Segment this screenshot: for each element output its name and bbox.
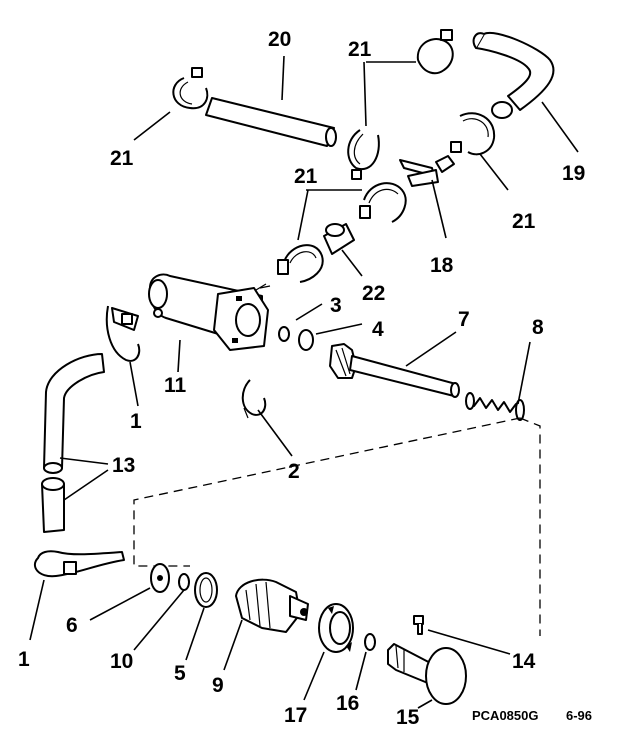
callout-3: 3: [330, 294, 342, 317]
o-ring-4: [298, 329, 314, 351]
callout-1: 1: [18, 648, 30, 671]
clamp-21-lower: [277, 244, 324, 283]
callout-15: 15: [396, 706, 420, 729]
o-ring-5: [194, 572, 218, 608]
callout-21: 21: [110, 147, 134, 170]
callout-22: 22: [362, 282, 385, 305]
callout-8: 8: [532, 316, 544, 339]
callout-1: 1: [130, 410, 142, 433]
callout-18: 18: [430, 254, 454, 277]
callout-9: 9: [212, 674, 224, 697]
drawing-date: 6-96: [566, 708, 592, 723]
callout-21: 21: [512, 210, 536, 233]
fitting-18: [399, 155, 455, 187]
callout-20: 20: [268, 28, 291, 51]
callout-16: 16: [336, 692, 359, 715]
clamp-1-lower: [33, 550, 125, 578]
lock-ring-17: [318, 603, 354, 653]
washer-6: [150, 563, 170, 593]
knob-15: [387, 643, 467, 705]
o-ring-10: [178, 573, 190, 591]
callout-6: 6: [66, 614, 78, 637]
callout-14: 14: [512, 650, 536, 673]
plunger-7: [329, 343, 460, 398]
callout-5: 5: [174, 662, 186, 685]
spring-8: [465, 392, 525, 421]
drawing-code: PCA0850G: [472, 708, 538, 723]
callout-21: 21: [294, 165, 318, 188]
housing-11: [148, 273, 271, 351]
o-ring-16: [364, 633, 376, 651]
hose-13: [41, 353, 105, 533]
callout-10: 10: [110, 650, 133, 673]
callout-4: 4: [372, 318, 384, 341]
callout-7: 7: [458, 308, 470, 331]
clamp-21-middle: [359, 182, 407, 223]
clamp-21-right: [450, 112, 496, 156]
clamp-21-top-left: [172, 67, 209, 110]
callout-21: 21: [348, 38, 372, 61]
leader-lines: [29, 55, 579, 709]
callout-2: 2: [288, 460, 300, 483]
callout-17: 17: [284, 704, 307, 727]
screw-14: [413, 615, 424, 635]
clamp-1-upper: [105, 305, 141, 362]
valve-body-9: [235, 578, 309, 633]
hose-20: [205, 97, 337, 147]
clip-2: [241, 379, 267, 419]
callout-11: 11: [164, 374, 187, 397]
hose-19: [472, 31, 555, 119]
clamp-21-upper: [416, 29, 454, 75]
coupler-22: [323, 223, 355, 255]
callout-13: 13: [112, 454, 135, 477]
o-ring-3: [278, 326, 290, 342]
callout-labels: 20 21 21 21 19 21 21 18 22 3 4 7 8 11 1 …: [18, 28, 585, 729]
clamp-21-top-center: [347, 129, 380, 180]
callout-19: 19: [562, 162, 585, 185]
